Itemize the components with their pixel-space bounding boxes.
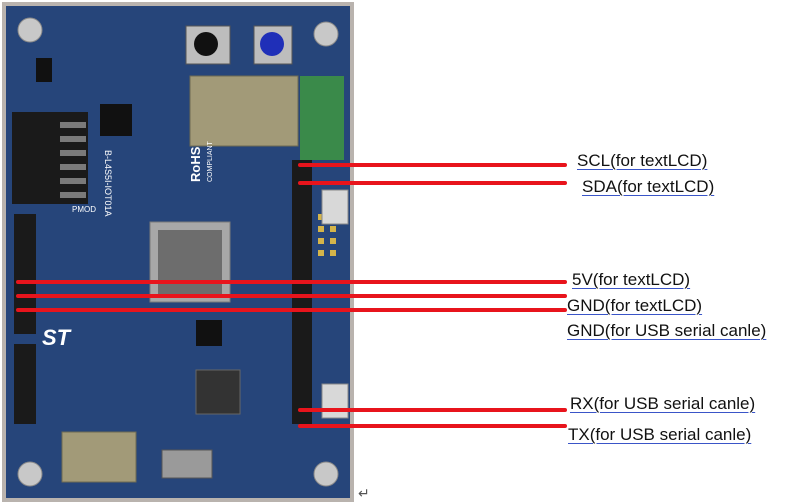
standoff-bl [17,461,43,487]
antenna-area [300,76,344,160]
arduino-header-left-1 [14,214,36,334]
standoff-br [313,461,339,487]
standoff-tr [313,21,339,47]
label-5v: 5V(for textLCD) [572,270,691,289]
rohs-text: RoHS [188,146,203,182]
rohs-sub: COMPLIANT [207,140,214,182]
bottom-module [61,431,137,483]
pmod-pins [60,122,86,198]
label-gnd-usb: GND(for USB serial canle) [567,321,767,340]
wifi-module [189,75,299,147]
arduino-header-right-2 [292,284,312,424]
label-rx: RX(for USB serial canle) [570,394,756,413]
standoffs [17,17,339,487]
label-sda: SDA(for textLCD) [582,177,715,196]
st-logo: ST [42,325,72,350]
pmod-text: PMOD [72,205,96,214]
chip-sensor [196,320,222,346]
paragraph-mark: ↵ [358,486,370,502]
label-gnd-textlcd: GND(for textLCD) [567,296,703,315]
connector-bottom [161,449,213,479]
usb-connector-top [321,189,349,225]
standoff-tl [17,17,43,43]
label-tx: TX(for USB serial canle) [568,425,752,444]
chip-stlink [195,369,241,415]
black-button-cap [194,32,218,56]
chip-small [100,104,132,136]
board-name: B-L4S5I-IOT01A [103,150,113,217]
arduino-header-right-1 [292,160,312,280]
usb-connector-bottom [321,383,349,419]
rohs-logo: RoHS COMPLIANT [188,140,214,182]
label-scl: SCL(for textLCD) [577,151,708,170]
wires [16,163,567,428]
blue-button-cap [260,32,284,56]
mcu-chip [158,230,222,294]
chip-small-2 [36,58,52,82]
arduino-header-left-2 [14,344,36,424]
